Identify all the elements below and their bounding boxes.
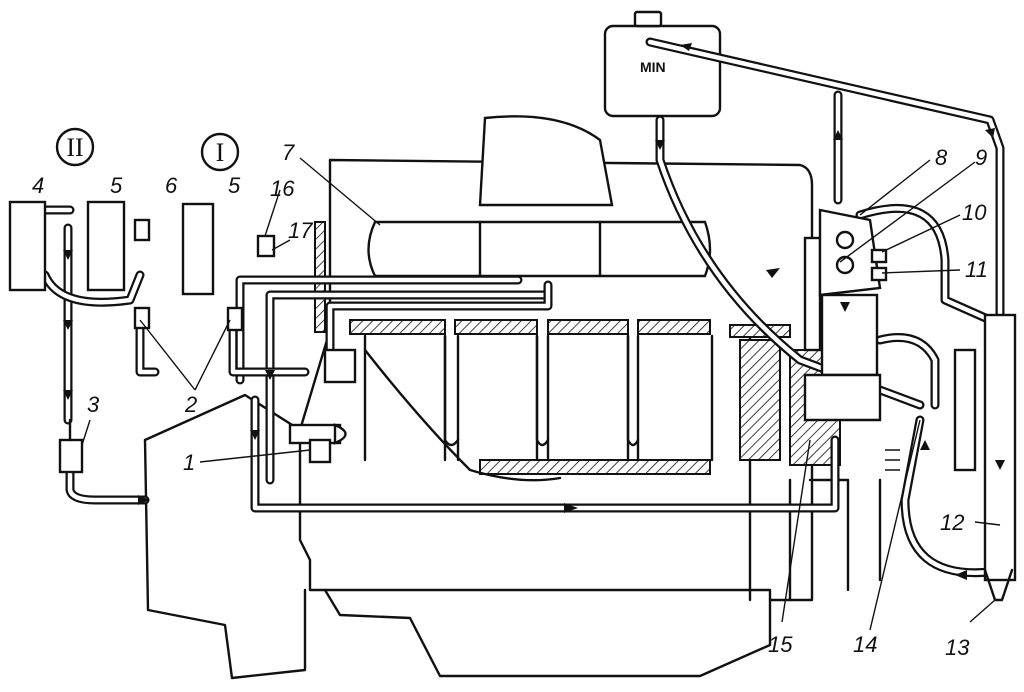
callout-16: 16 xyxy=(270,176,295,201)
callout-7: 7 xyxy=(282,140,295,165)
leader-lines xyxy=(81,157,1001,631)
radiator xyxy=(885,313,1017,602)
callout-13: 13 xyxy=(945,635,970,660)
callout-10: 10 xyxy=(962,200,987,225)
heater-units xyxy=(8,200,357,474)
callout-5a: 5 xyxy=(110,173,123,198)
callout-17: 17 xyxy=(288,218,313,243)
circuit-labels: II I xyxy=(55,127,240,172)
callout-12: 12 xyxy=(940,510,964,535)
callout-4: 4 xyxy=(32,173,44,198)
callout-3: 3 xyxy=(87,392,100,417)
callout-2: 2 xyxy=(184,392,197,417)
callout-9: 9 xyxy=(975,145,987,170)
flow-arrows xyxy=(63,43,1005,580)
cylinder-liners xyxy=(363,334,714,482)
callout-numbers: 1 2 3 4 5 5 6 7 8 9 10 11 12 13 14 15 16… xyxy=(32,140,988,660)
callout-1: 1 xyxy=(183,450,195,475)
callout-6: 6 xyxy=(165,173,178,198)
expansion-tank: MIN xyxy=(603,10,722,118)
circuit-ii-circle xyxy=(55,127,95,167)
coolant-pipes xyxy=(40,37,1005,578)
engine-block-outline xyxy=(143,158,882,680)
water-pump-thermostat xyxy=(803,208,888,422)
callout-5b: 5 xyxy=(228,173,241,198)
circuit-i-label: I xyxy=(216,138,225,167)
circuit-ii-label: II xyxy=(66,133,83,162)
callout-15: 15 xyxy=(768,632,793,657)
callout-11: 11 xyxy=(965,257,988,282)
air-intake xyxy=(367,115,712,278)
callout-14: 14 xyxy=(853,632,877,657)
circuit-i-circle xyxy=(200,132,240,172)
callout-8: 8 xyxy=(935,145,948,170)
tank-min-label: MIN xyxy=(640,59,666,75)
